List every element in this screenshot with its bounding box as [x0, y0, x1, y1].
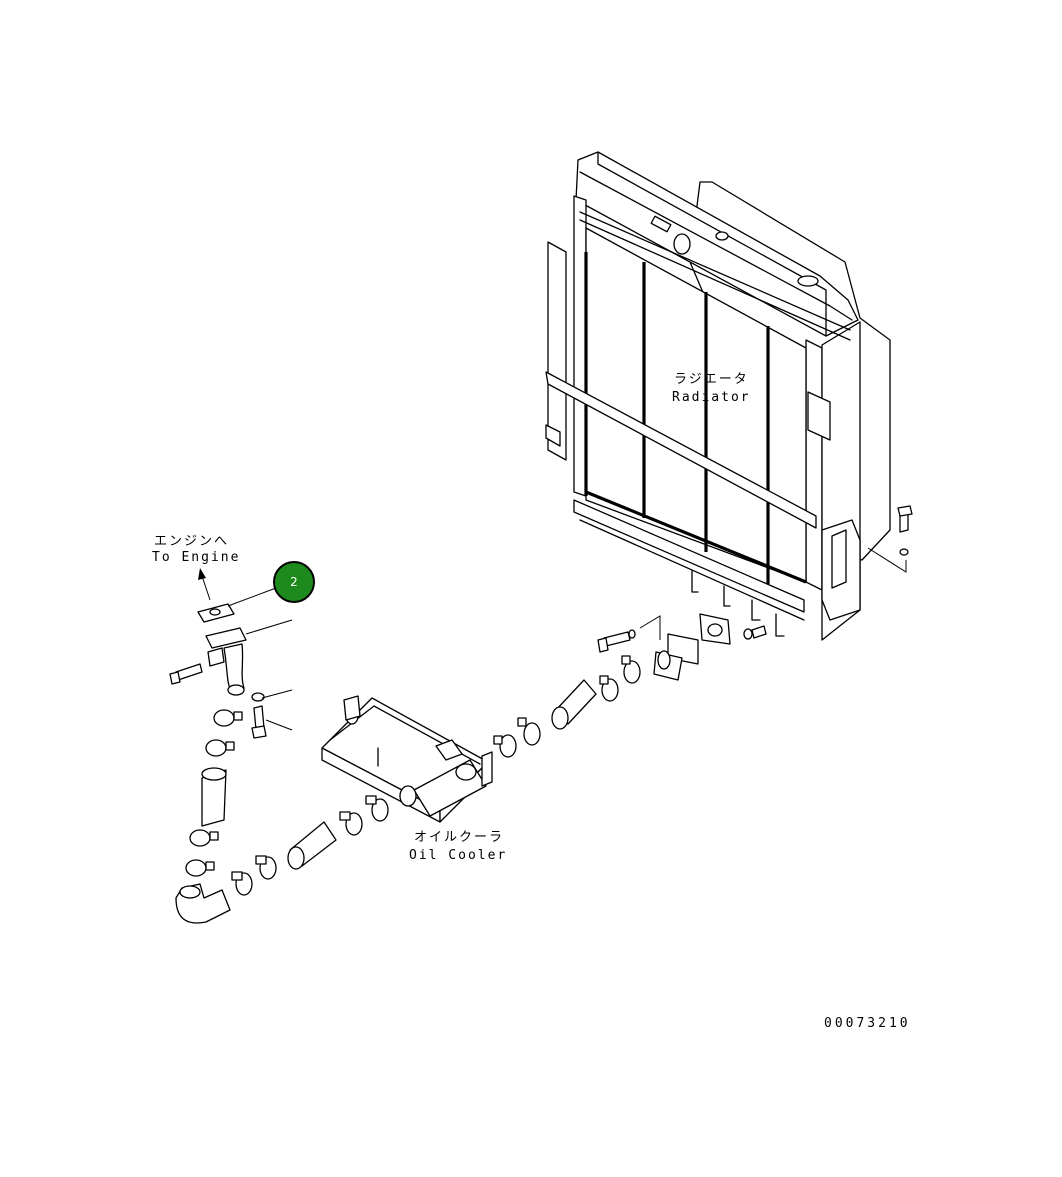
- oil-cooler-assembly: [321, 695, 493, 823]
- drawing-number: 00073210: [824, 1016, 911, 1031]
- lower-hose-run: [175, 795, 389, 924]
- radiator-label-en: Radiator: [672, 390, 751, 405]
- oil-cooler-label-jp: オイルクーラ: [414, 830, 504, 845]
- engine-side-parts: [169, 568, 293, 877]
- engine-label-jp: エンジンへ: [154, 534, 229, 549]
- callout-2[interactable]: 2: [227, 561, 315, 607]
- outlet-pipe-parts: [493, 613, 767, 758]
- radiator-assembly: [545, 151, 913, 641]
- oil-cooler-label-en: Oil Cooler: [409, 848, 507, 863]
- callout-2-number: 2: [290, 575, 298, 589]
- engine-label-en: To Engine: [152, 550, 240, 565]
- radiator-label-jp: ラジエータ: [674, 372, 749, 387]
